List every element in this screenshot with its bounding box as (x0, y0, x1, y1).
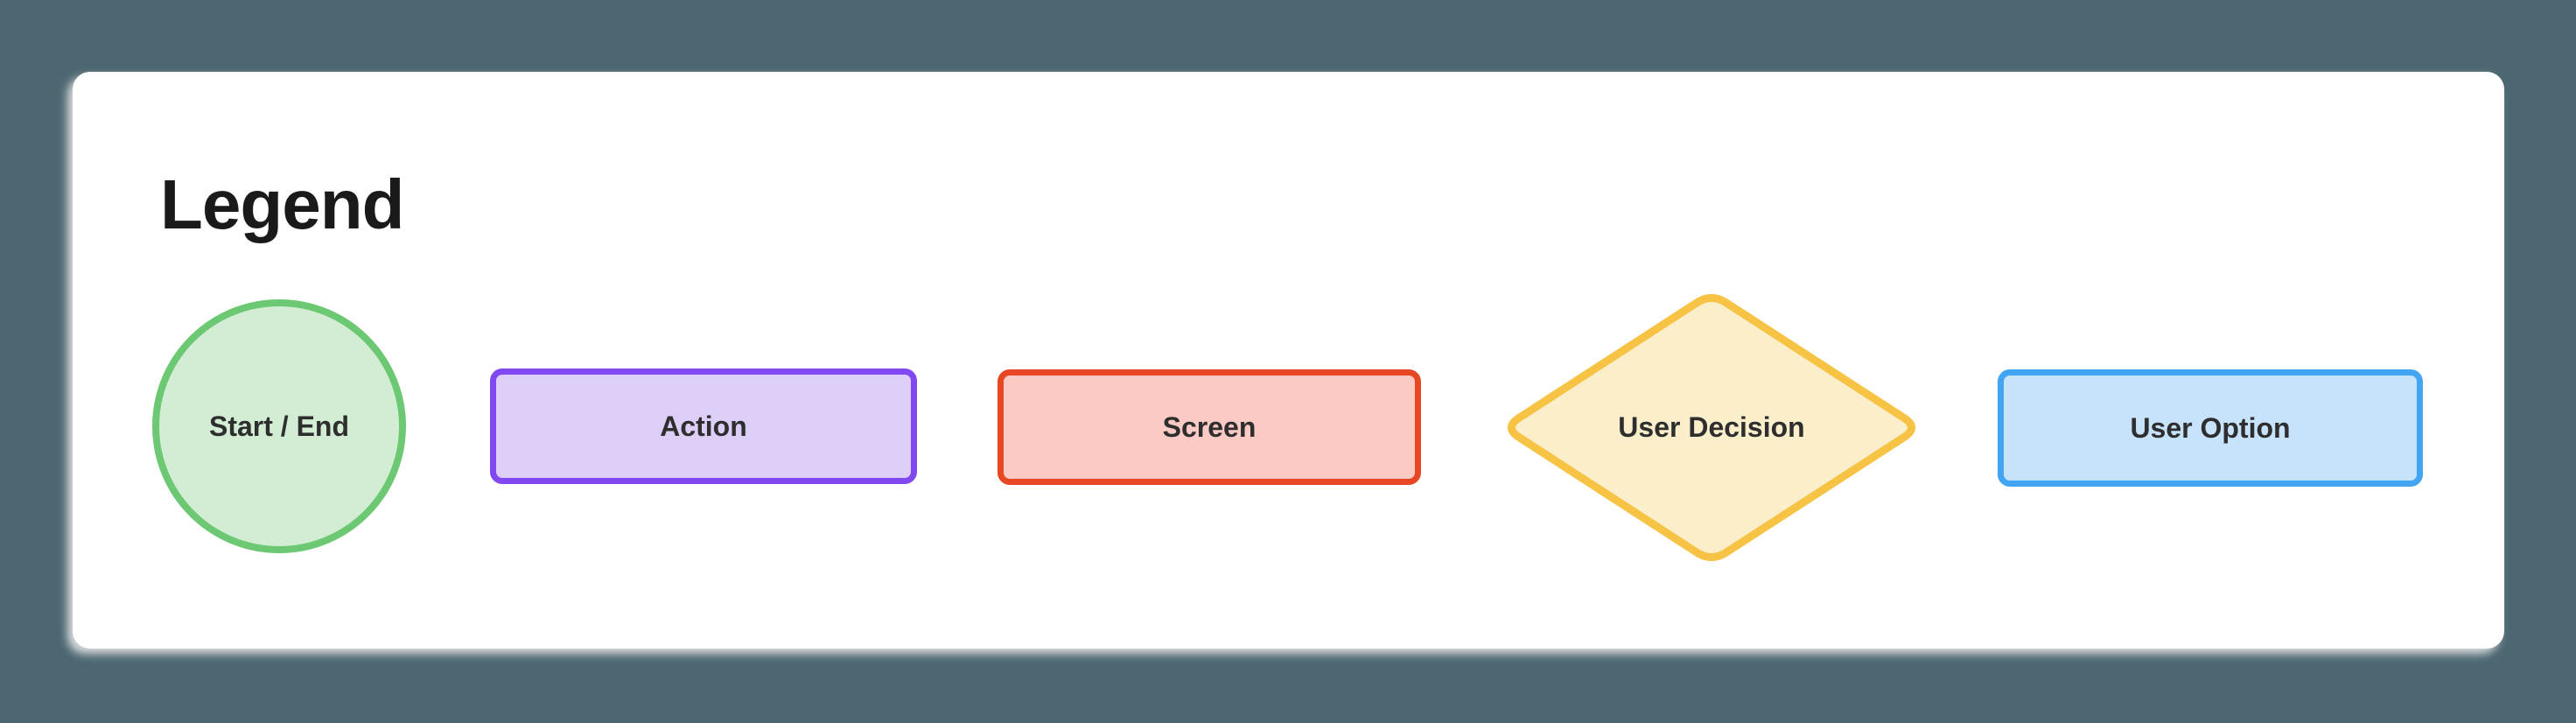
legend-label-user-decision: User Decision (1618, 411, 1805, 443)
legend-label-action: Action (660, 410, 747, 442)
legend-shape-user-decision: User Decision (1497, 286, 1926, 569)
legend-label-user-option: User Option (2130, 411, 2291, 444)
legend-shape-start-end: Start / End (152, 299, 406, 553)
legend-label-start-end: Start / End (208, 410, 349, 442)
legend-label-screen: Screen (1162, 411, 1256, 443)
legend-title: Legend (160, 165, 404, 243)
legend-shape-user-option: User Option (1998, 369, 2423, 487)
legend-shape-screen: Screen (998, 369, 1421, 485)
diamond-outline (1507, 293, 1916, 562)
diamond-icon (1507, 293, 1916, 562)
legend-card: Legend Start / End Action Screen User De… (73, 72, 2504, 649)
legend-shape-action: Action (490, 369, 917, 484)
